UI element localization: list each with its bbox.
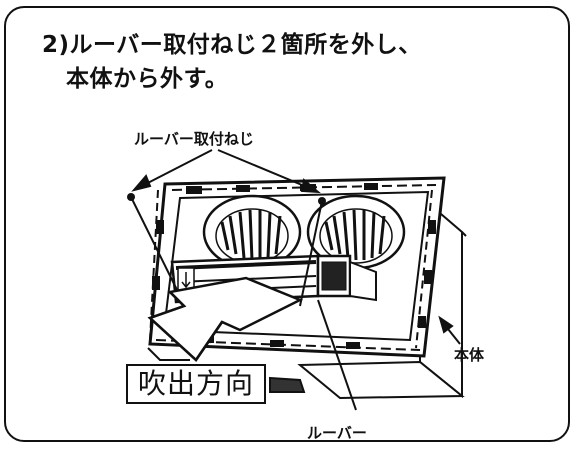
body-label-leader — [438, 315, 461, 345]
unit-base-parts — [147, 347, 306, 393]
louver-screws — [127, 193, 326, 307]
step-instruction: 2)ルーバー取付ねじ２箇所を外し、 本体から外す。 — [42, 28, 422, 96]
airflow-direction-arrow — [147, 276, 304, 362]
step-line-2: 本体から外す。 — [66, 66, 229, 92]
step-line-1: 2)ルーバー取付ねじ２箇所を外し、 — [42, 32, 422, 58]
screw-label-leaders — [131, 149, 321, 194]
louver-label-leader — [317, 299, 357, 411]
instruction-frame — [4, 6, 570, 442]
fan-blowers — [202, 194, 406, 270]
screw-label: ルーバー取付ねじ — [134, 130, 254, 148]
body-label: 本体 — [454, 346, 485, 364]
airflow-direction-label: 吹出方向 — [126, 364, 266, 404]
louver-label: ルーバー — [307, 424, 367, 442]
